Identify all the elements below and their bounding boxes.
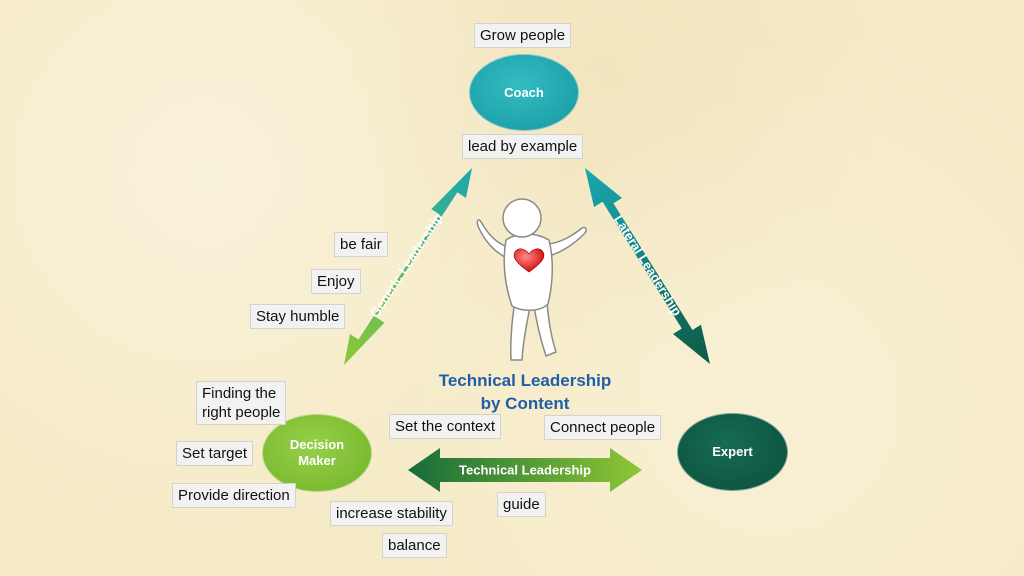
expert-node: Expert [677,413,788,491]
label-increase-stability: increase stability [330,501,453,526]
stick-figure-illustration [476,198,587,361]
expert-label: Expert [712,444,753,459]
heart-icon [513,248,545,273]
label-lead-by-example: lead by example [462,134,584,159]
coach-node: Coach [469,54,579,131]
diagram-title: Technical Leadership by Content [410,369,640,415]
label-provide-direction: Provide direction [172,483,296,508]
generic-leadership-label: Generic Leadership [367,210,446,320]
label-set-the-context: Set the context [389,414,502,439]
decision-maker-label-line1: Decision [289,437,345,452]
coach-label: Coach [504,84,544,100]
label-finding-right-people: Finding the right people [196,381,287,425]
lateral-leadership-arrow: Lateral Leadership [585,168,710,364]
technical-leadership-label: Technical Leadership [459,462,591,477]
label-stay-humble: Stay humble [250,304,346,329]
label-balance: balance [382,533,447,558]
label-grow-people: Grow people [474,23,572,48]
label-enjoy: Enjoy [311,269,361,294]
label-set-target: Set target [176,441,254,466]
title-line2: by Content [480,394,570,413]
label-guide: guide [497,492,546,517]
title-line1: Technical Leadership [438,371,612,390]
generic-leadership-arrow: Generic Leadership [344,168,472,365]
finding-line2: right people [202,404,281,421]
label-connect-people: Connect people [544,415,662,440]
decision-maker-node: Decision Maker [262,414,372,492]
finding-line1: Finding the [202,385,277,402]
label-be-fair: be fair [334,232,388,257]
decision-maker-label-line2: Maker [298,453,336,468]
lateral-leadership-label: Lateral Leadership [611,212,685,318]
technical-leadership-arrow: Technical Leadership [408,448,642,492]
